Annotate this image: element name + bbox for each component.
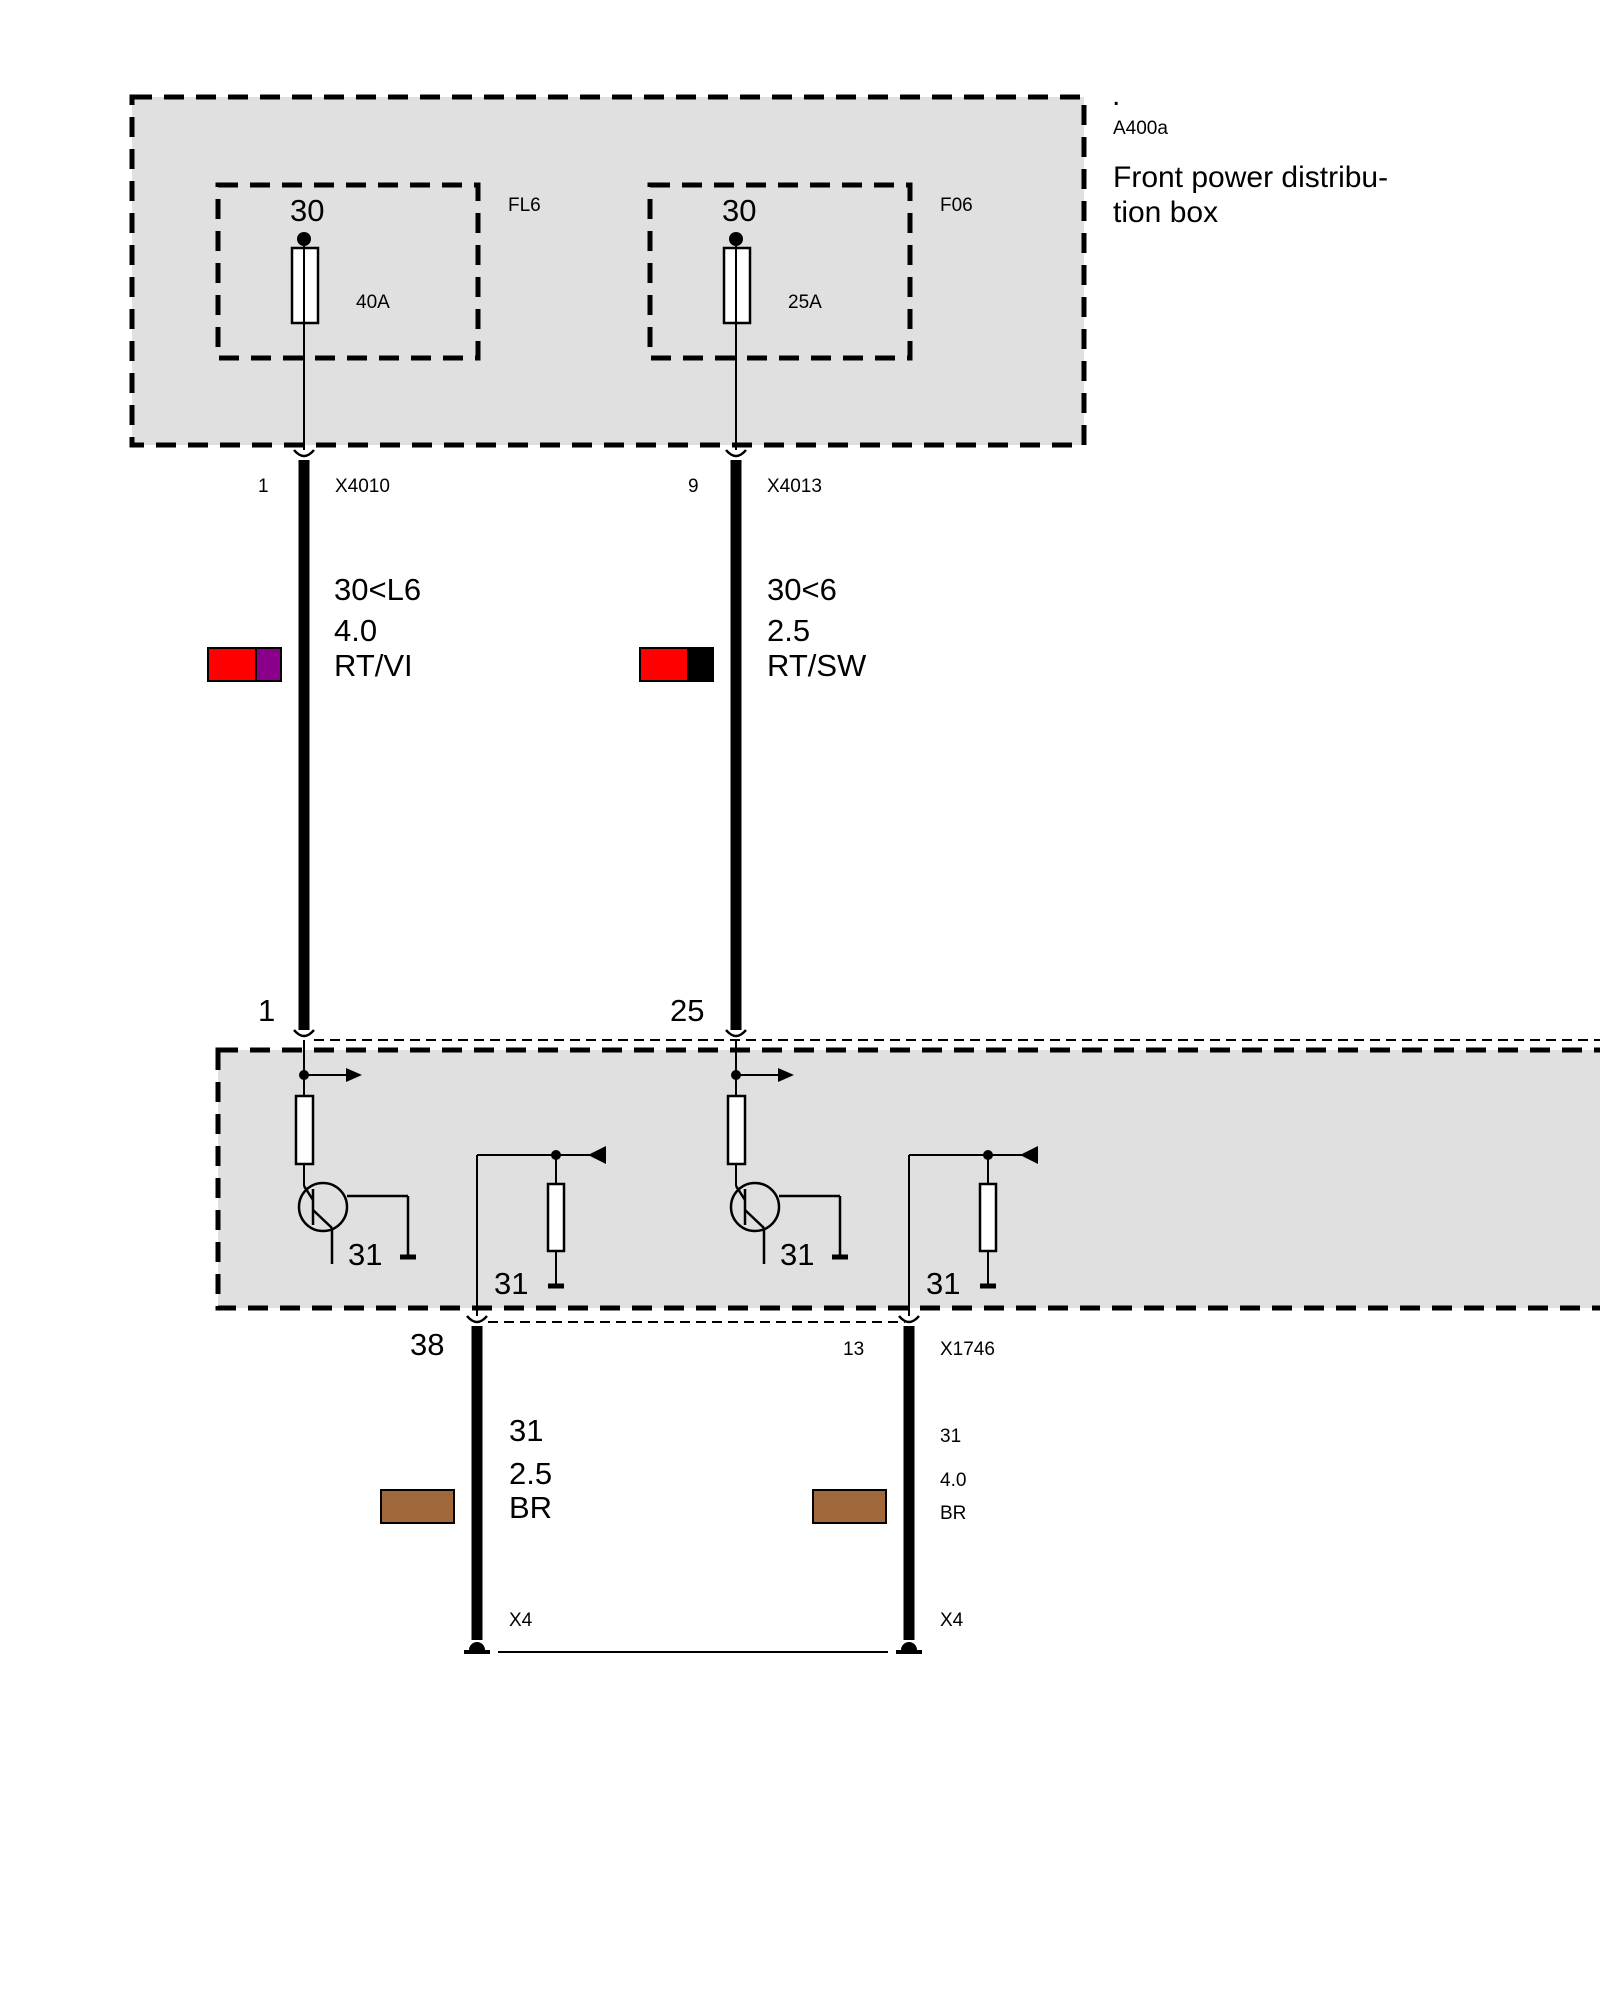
connector-x1746-name: X1746 (940, 1339, 995, 1360)
fuse-f06-name: F06 (940, 195, 973, 216)
resistor-symbol (294, 1094, 315, 1166)
wire-31-left-cross-section: 2.5 (509, 1456, 552, 1491)
wire-30-6-signal: 30<6 (767, 572, 837, 607)
box-marker-dot: . (1112, 79, 1120, 112)
wire-31-right-cross-section: 4.0 (940, 1470, 966, 1491)
connector-x1746: 13 X1746 (843, 1315, 995, 1360)
wire-31-left-signal: 31 (509, 1413, 543, 1448)
connector-x4010-name: X4010 (335, 476, 390, 497)
power-distribution-box-outline (129, 94, 1087, 448)
arrow-left-icon (1020, 1146, 1038, 1164)
wire-31-left: 31 2.5 BR (380, 1326, 552, 1640)
fuse-f06-outline (647, 182, 913, 361)
wire-31-left-color-code: BR (509, 1490, 552, 1525)
fuse-f06: 30 F06 25A (647, 182, 973, 361)
wire-30-l6-signal: 30<L6 (334, 572, 421, 607)
ground-label-1: 31 (348, 1237, 382, 1272)
driver-circuit-1: 31 (294, 1040, 416, 1272)
ground-point-left-label: X4 (509, 1610, 533, 1631)
fuse-fl6-name: FL6 (508, 195, 541, 216)
wire-30-6-cross-section: 2.5 (767, 613, 810, 648)
wire-30-l6-swatch-main (207, 647, 257, 682)
control-module: 1 25 31 (215, 993, 1600, 1323)
connector-x4013-pin: 9 (688, 476, 699, 497)
resistor-symbol (978, 1182, 998, 1253)
ground-label-2: 31 (494, 1266, 528, 1301)
driver-circuit-2: 31 (726, 1040, 848, 1272)
connector-x4010: 1 X4010 (258, 449, 390, 497)
pullup-circuit-2: 31 (908, 1146, 1038, 1316)
module-input-connector-25 (725, 1029, 747, 1038)
wire-31-right-swatch (812, 1489, 887, 1524)
transistor-symbol (297, 1181, 349, 1233)
transistor-symbol (729, 1181, 781, 1233)
power-distribution-box: . A400a Front power distribu- tion box 3… (129, 79, 1388, 450)
fuse-f06-rating: 25A (788, 292, 822, 313)
connector-x4013-name: X4013 (767, 476, 822, 497)
wire-31-right-signal: 31 (940, 1426, 961, 1447)
fuse-fl6: 30 FL6 40A (215, 182, 541, 361)
wire-31-left-swatch (380, 1489, 455, 1524)
pullup-circuit-1: 31 (476, 1146, 606, 1316)
arrow-left-icon (588, 1146, 606, 1164)
wire-30-l6-swatch-stripe (255, 647, 282, 682)
wire-30-l6-color-code: RT/VI (334, 648, 413, 683)
fuse-fl6-rating: 40A (356, 292, 390, 313)
resistor-symbol (546, 1182, 566, 1253)
ground-point-right-label: X4 (940, 1610, 964, 1631)
ground-point-right: X4 (896, 1610, 964, 1654)
ground-label-3: 31 (780, 1237, 814, 1272)
wire-30-l6-cross-section: 4.0 (334, 613, 377, 648)
box-id-label: A400a (1113, 118, 1168, 139)
fuse-fl6-terminal: 30 (290, 193, 324, 228)
resistor-symbol (726, 1094, 747, 1166)
module-input-pin-25: 25 (670, 993, 704, 1028)
ground-point-icon (901, 1642, 917, 1650)
connector-x4013: 9 X4013 (688, 449, 822, 497)
fuse-fl6-outline (215, 182, 481, 361)
wire-30-6-color-code: RT/SW (767, 648, 867, 683)
wire-31-right: 31 4.0 BR (812, 1326, 966, 1640)
ground-point-left: X4 (464, 1610, 533, 1654)
connector-pin-38: 38 (410, 1315, 488, 1362)
box-title-line2: tion box (1113, 196, 1218, 229)
wire-30-6: 30<6 2.5 RT/SW (639, 460, 867, 1030)
arrow-right-icon (346, 1068, 362, 1082)
connector-x1746-pin: 13 (843, 1339, 864, 1360)
connector-pin-38-label: 38 (410, 1327, 444, 1362)
ground-point-icon (469, 1642, 485, 1650)
wire-31-right-color-code: BR (940, 1503, 966, 1524)
connector-x4010-pin: 1 (258, 476, 269, 497)
module-input-connector-1 (293, 1029, 315, 1038)
wire-30-6-swatch-stripe (687, 647, 714, 682)
module-input-pin-1: 1 (258, 993, 275, 1028)
wire-30-l6: 30<L6 4.0 RT/VI (207, 460, 421, 1030)
box-title-line1: Front power distribu- (1113, 161, 1388, 194)
fuse-f06-terminal: 30 (722, 193, 756, 228)
ground-label-4: 31 (926, 1266, 960, 1301)
wire-30-6-swatch-main (639, 647, 689, 682)
arrow-right-icon (778, 1068, 794, 1082)
